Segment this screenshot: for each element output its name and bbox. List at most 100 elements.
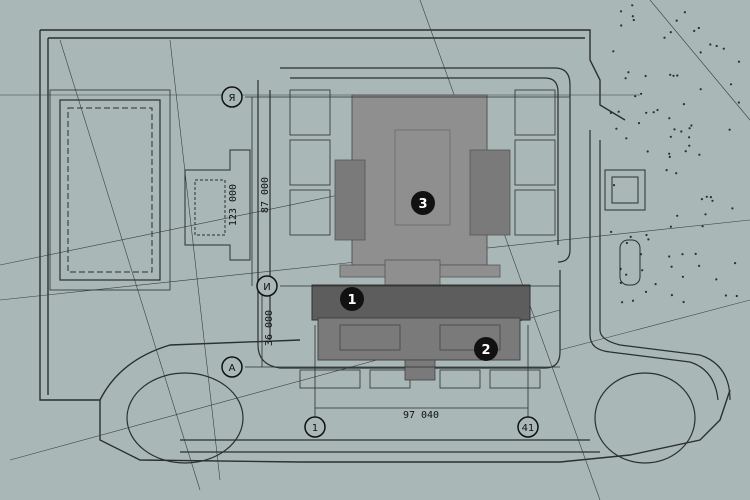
vegetation-dot bbox=[675, 172, 678, 175]
vegetation-dot bbox=[699, 88, 702, 91]
vegetation-dot bbox=[625, 137, 628, 140]
vegetation-dot bbox=[684, 150, 687, 153]
vegetation-dot bbox=[631, 15, 634, 18]
vegetation-dot bbox=[681, 253, 684, 256]
vegetation-dot bbox=[668, 117, 671, 120]
vegetation-dot bbox=[632, 18, 635, 22]
vegetation-dot bbox=[619, 281, 622, 284]
vegetation-dot bbox=[715, 278, 718, 281]
vegetation-dot bbox=[704, 213, 707, 216]
vegetation-dot bbox=[728, 128, 731, 131]
axis-marker-col-1: 1 bbox=[304, 416, 326, 438]
vegetation-dot bbox=[737, 60, 741, 63]
axis-a-label: А bbox=[229, 363, 236, 374]
vegetation-dot bbox=[620, 24, 623, 27]
vegetation-dot bbox=[680, 130, 683, 133]
vegetation-dot bbox=[609, 111, 613, 114]
vegetation-dot bbox=[619, 10, 623, 13]
dimension-front-depth: 36 000 bbox=[264, 310, 275, 346]
parking-stalls bbox=[289, 89, 556, 389]
building-marker-2: 2 bbox=[474, 337, 498, 361]
dimension-top-depth: 87 000 bbox=[260, 177, 271, 213]
vegetation-dot bbox=[709, 43, 712, 46]
vegetation-dot bbox=[625, 273, 628, 276]
vegetation-dot bbox=[683, 11, 687, 14]
vegetation-dot bbox=[668, 255, 671, 258]
vegetation-dot bbox=[647, 238, 650, 241]
vegetation-dot bbox=[688, 127, 691, 130]
axis-marker-a: А bbox=[221, 356, 243, 378]
vegetation-dot bbox=[644, 290, 648, 293]
vegetation-dots bbox=[609, 4, 741, 304]
roundabouts bbox=[126, 372, 696, 464]
grid-axis-lines bbox=[245, 96, 570, 418]
axis-i-label: И bbox=[263, 282, 270, 293]
vegetation-dot bbox=[668, 155, 671, 158]
vegetation-dot bbox=[621, 301, 624, 304]
vegetation-dot bbox=[625, 241, 629, 245]
vegetation-dot bbox=[619, 268, 622, 271]
vegetation-dot bbox=[670, 265, 673, 268]
vegetation-dot bbox=[617, 110, 620, 113]
vegetation-dot bbox=[670, 294, 674, 297]
axis-marker-col-41: 41 bbox=[517, 416, 539, 438]
building-marker-1-label: 1 bbox=[347, 293, 356, 308]
vegetation-dot bbox=[665, 169, 668, 172]
vegetation-dot bbox=[627, 71, 630, 74]
vegetation-dot bbox=[682, 103, 686, 106]
vegetation-dot bbox=[731, 207, 734, 210]
axis-col-41-label: 41 bbox=[522, 423, 535, 434]
vegetation-dot bbox=[629, 235, 632, 238]
vegetation-dot bbox=[640, 92, 643, 95]
vegetation-dot bbox=[644, 74, 647, 78]
vegetation-dot bbox=[654, 283, 657, 286]
vegetation-dot bbox=[663, 36, 666, 39]
building-marker-2-label: 2 bbox=[481, 343, 490, 358]
vegetation-dot bbox=[672, 74, 675, 77]
vegetation-dot bbox=[711, 199, 714, 202]
building-3 bbox=[334, 94, 511, 289]
axis-marker-ya: Я bbox=[221, 86, 243, 108]
dimension-frontage: 97 040 bbox=[403, 410, 439, 421]
vegetation-dot bbox=[722, 47, 725, 50]
vegetation-dot bbox=[646, 150, 649, 153]
vegetation-dot bbox=[634, 95, 637, 98]
vegetation-dot bbox=[700, 198, 704, 201]
vegetation-dot bbox=[637, 122, 641, 125]
vegetation-dot bbox=[610, 230, 613, 233]
vegetation-dot bbox=[668, 152, 671, 155]
vegetation-dot bbox=[645, 111, 648, 114]
vegetation-dot bbox=[699, 51, 702, 54]
site-boundary bbox=[39, 29, 731, 463]
building-marker-3-label: 3 bbox=[418, 197, 427, 212]
vegetation-dot bbox=[734, 262, 737, 265]
vegetation-dot bbox=[673, 128, 676, 131]
vegetation-dot bbox=[624, 77, 627, 80]
vegetation-dot bbox=[676, 214, 679, 217]
vegetation-dot bbox=[729, 83, 733, 86]
vegetation-dot bbox=[701, 225, 704, 228]
vegetation-dot bbox=[737, 101, 741, 104]
vegetation-dot bbox=[697, 26, 700, 30]
vegetation-dot bbox=[669, 30, 672, 34]
left-annex bbox=[184, 149, 251, 261]
dimension-left-block: 123 000 bbox=[228, 184, 239, 226]
vegetation-dot bbox=[675, 19, 678, 22]
vegetation-dot bbox=[682, 300, 685, 304]
axis-ya-label: Я bbox=[229, 93, 236, 104]
vegetation-dot bbox=[724, 294, 728, 297]
vegetation-dot bbox=[690, 124, 693, 127]
vegetation-dot bbox=[641, 269, 644, 272]
vegetation-dot bbox=[681, 275, 685, 278]
vegetation-dot bbox=[631, 299, 635, 302]
vegetation-dot bbox=[694, 252, 697, 255]
vegetation-dot bbox=[656, 108, 659, 112]
vegetation-dot bbox=[688, 136, 691, 139]
vegetation-dot bbox=[669, 225, 673, 228]
vegetation-dot bbox=[715, 44, 718, 48]
access-road bbox=[180, 67, 731, 453]
small-court bbox=[604, 169, 646, 286]
axis-marker-i: И bbox=[256, 275, 278, 297]
vegetation-dot bbox=[612, 184, 616, 187]
